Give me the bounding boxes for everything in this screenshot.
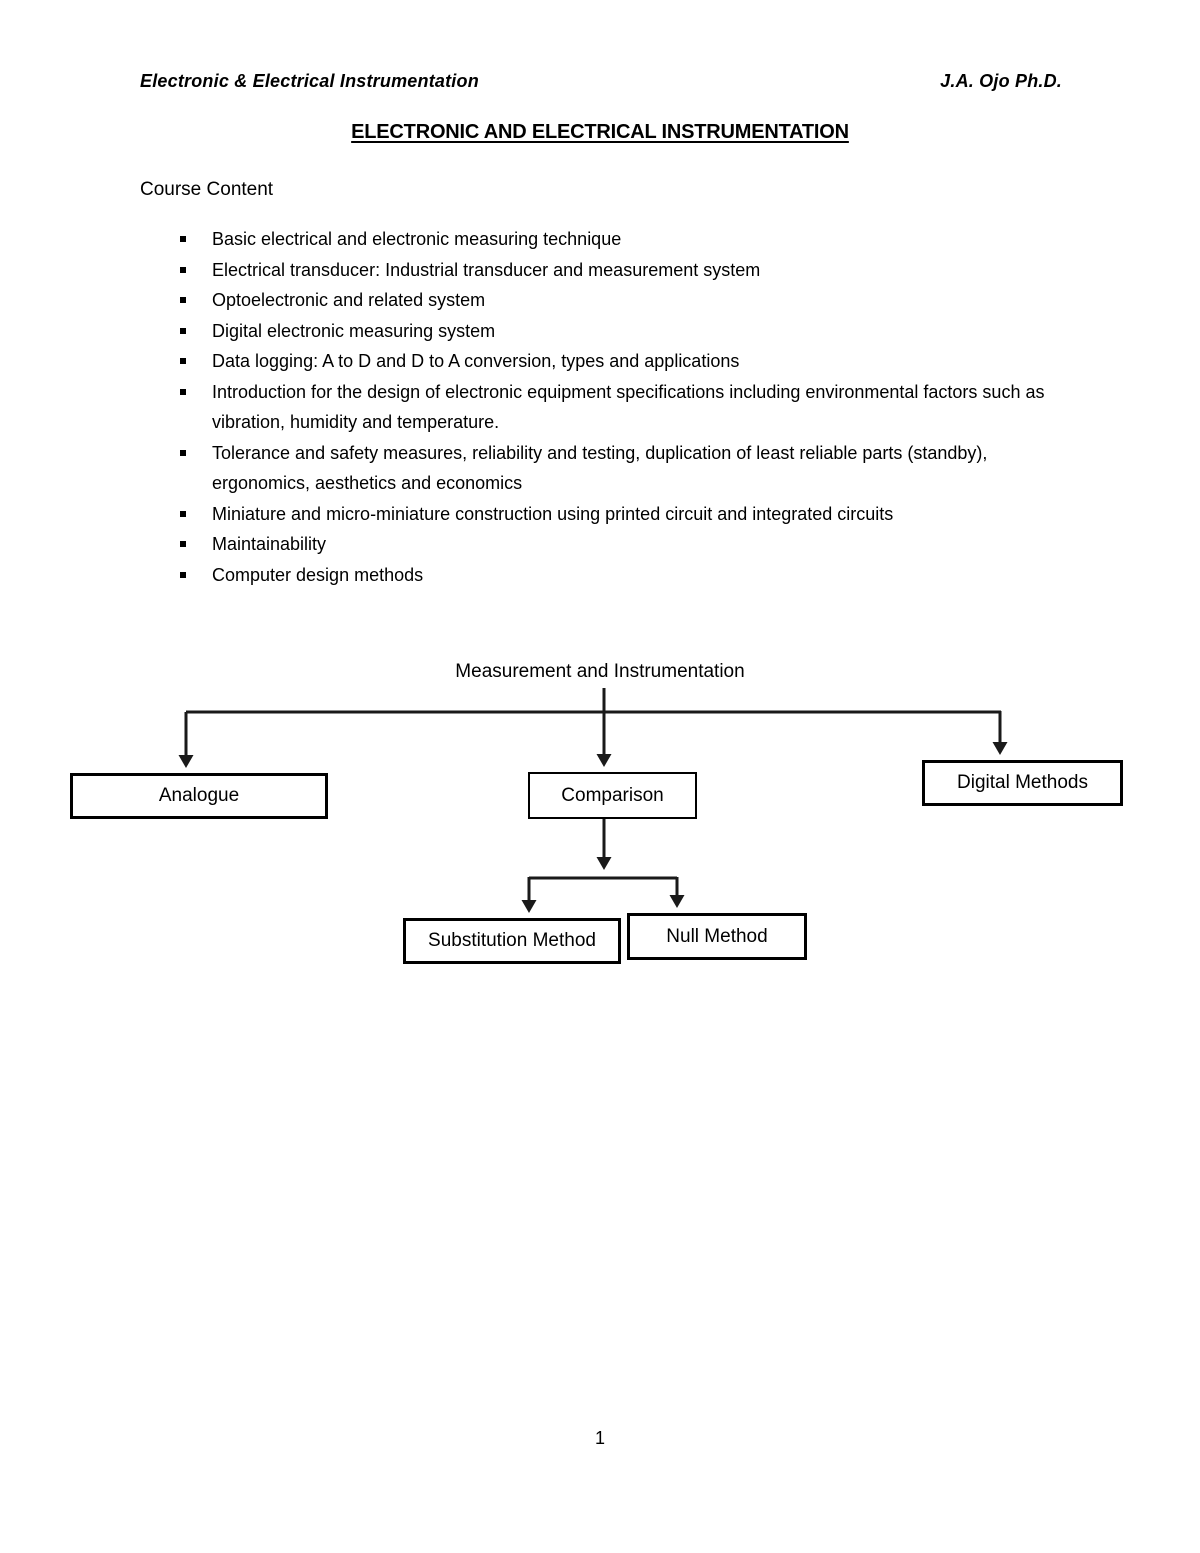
bullet-square-icon bbox=[180, 266, 186, 273]
list-item: Basic electrical and electronic measurin… bbox=[140, 224, 1052, 255]
node-label: Comparison bbox=[561, 784, 664, 806]
page-number: 1 bbox=[594, 1428, 605, 1448]
diagram-node-comparison: Comparison bbox=[528, 772, 697, 819]
bullet-square-icon bbox=[180, 541, 186, 547]
bullet-square-icon bbox=[180, 327, 186, 334]
diagram-node-analogue: Analogue bbox=[70, 773, 328, 819]
node-label: Substitution Method bbox=[428, 930, 596, 951]
header-author-name: J.A. Ojo Ph.D. bbox=[940, 71, 1062, 91]
list-item-text: Introduction for the design of electroni… bbox=[212, 381, 1045, 433]
list-item: Introduction for the design of electroni… bbox=[140, 377, 1052, 438]
course-content-list: Basic electrical and electronic measurin… bbox=[140, 224, 1052, 590]
bullet-square-icon bbox=[180, 358, 186, 364]
list-item: Miniature and micro-miniature constructi… bbox=[140, 499, 1052, 530]
node-label: Analogue bbox=[158, 785, 240, 806]
list-item: Maintainability bbox=[140, 529, 1052, 560]
list-item-text: Electrical transducer: Industrial transd… bbox=[212, 259, 761, 280]
list-item: Tolerance and safety measures, reliabili… bbox=[140, 438, 1052, 499]
bullet-square-icon bbox=[180, 388, 186, 395]
list-item: Optoelectronic and related system bbox=[140, 285, 1052, 316]
list-item-text: Miniature and micro-miniature constructi… bbox=[212, 503, 894, 524]
node-label: Digital Methods bbox=[957, 772, 1088, 793]
list-item: Computer design methods bbox=[140, 560, 1052, 591]
bullet-square-icon bbox=[180, 236, 186, 242]
diagram-node-substitution-method: Substitution Method bbox=[403, 918, 621, 964]
list-item-text: Maintainability bbox=[212, 534, 327, 554]
header-course-name: Electronic & Electrical Instrumentation bbox=[140, 71, 479, 91]
diagram-node-digital-methods: Digital Methods bbox=[922, 760, 1123, 806]
list-item-text: Optoelectronic and related system bbox=[212, 290, 486, 310]
node-label: Null Method bbox=[666, 925, 768, 947]
diagram-root-label: Measurement and Instrumentation bbox=[455, 661, 745, 682]
page-title: ELECTRONIC AND ELECTRICAL INSTRUMENTATIO… bbox=[351, 121, 849, 143]
list-item-text: Computer design methods bbox=[212, 564, 424, 585]
page-header: Electronic & Electrical Instrumentation … bbox=[140, 71, 1062, 92]
bullet-square-icon bbox=[180, 510, 186, 517]
diagram-connector-lines bbox=[178, 688, 1008, 913]
bullet-square-icon bbox=[180, 297, 186, 303]
list-item-text: Tolerance and safety measures, reliabili… bbox=[212, 442, 988, 494]
measurement-methods-diagram: Measurement and Instrumentation Analogue bbox=[0, 655, 1200, 985]
list-item: Data logging: A to D and D to A conversi… bbox=[140, 346, 1052, 377]
list-item-text: Data logging: A to D and D to A conversi… bbox=[212, 351, 740, 371]
bullet-square-icon bbox=[180, 449, 186, 456]
list-item: Electrical transducer: Industrial transd… bbox=[140, 255, 1052, 286]
bullet-square-icon bbox=[180, 571, 186, 578]
list-item-text: Digital electronic measuring system bbox=[212, 320, 496, 341]
list-item: Digital electronic measuring system bbox=[140, 316, 1052, 347]
course-content-label: Course Content bbox=[140, 179, 274, 200]
list-item-text: Basic electrical and electronic measurin… bbox=[212, 229, 622, 249]
diagram-node-null-method: Null Method bbox=[627, 913, 807, 960]
